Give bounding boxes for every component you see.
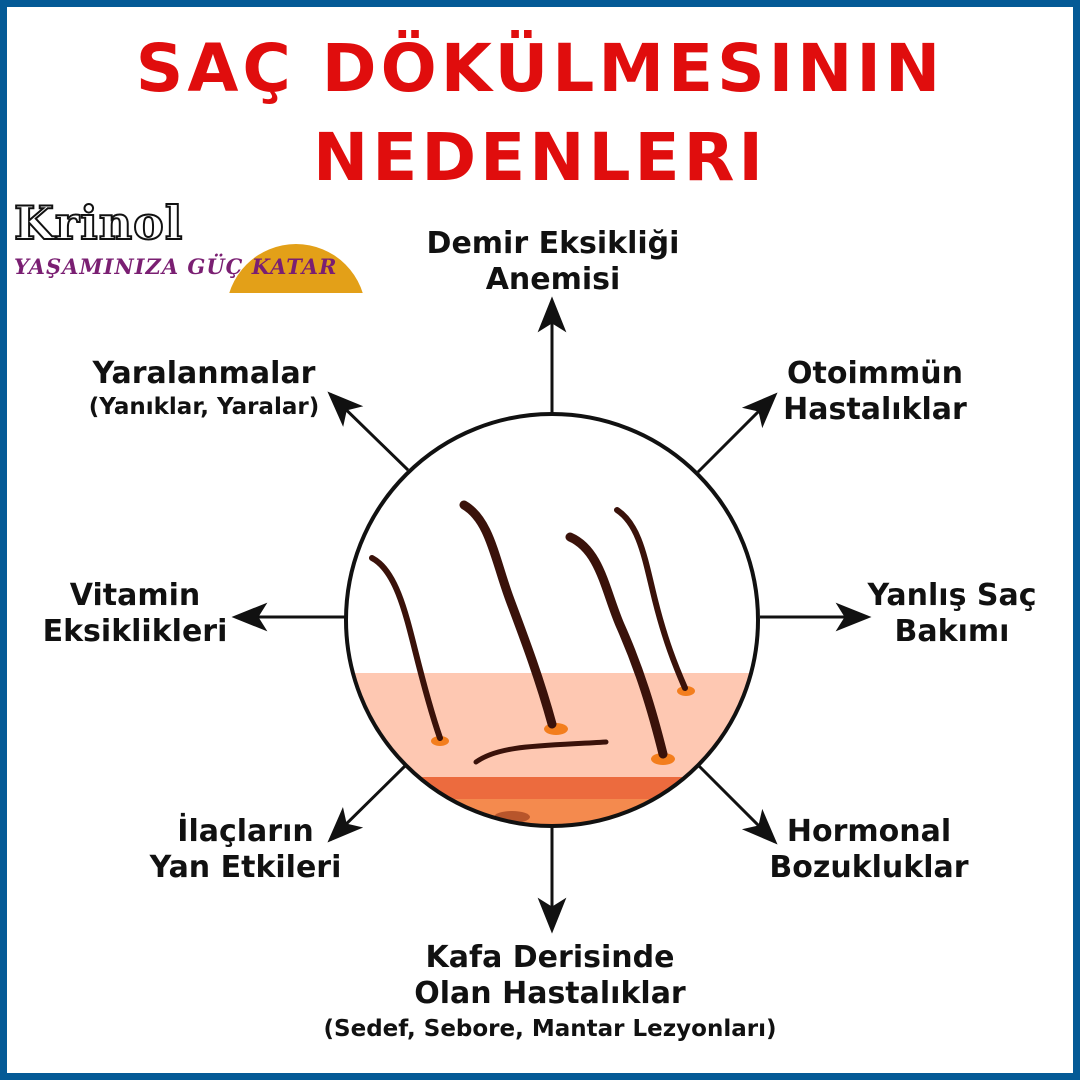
arrow-up-right-icon	[696, 392, 778, 474]
cause-top-left-line1: Yaralanmalar	[92, 356, 316, 391]
arrow-down-left-icon	[327, 763, 408, 843]
cause-top-left-sub: (Yanıklar, Yaralar)	[88, 394, 320, 420]
cause-bottom-line2: Olan Hastalıklar	[414, 976, 686, 1011]
arrow-down-right-icon	[696, 763, 778, 845]
cause-bottom-left-line2: Yan Etkileri	[149, 850, 342, 885]
cause-left-line1: Vitamin	[69, 578, 201, 613]
arrows	[231, 296, 872, 934]
cause-label-bottom-right: Hormonal Bozukluklar	[754, 814, 984, 886]
cause-top-right-line2: Hastalıklar	[783, 392, 967, 427]
cause-bottom-left-line1: İlaçların	[177, 814, 314, 849]
cause-left-line2: Eksiklikleri	[42, 614, 228, 649]
cause-label-bottom: Kafa Derisinde Olan Hastalıklar (Sedef, …	[290, 940, 810, 1044]
logo-brand-name: Krinol	[13, 196, 184, 250]
cause-label-right: Yanlış Saç Bakımı	[848, 578, 1056, 650]
title-line-2: NEDENLERI	[313, 119, 767, 196]
cause-bottom-right-line1: Hormonal	[786, 814, 952, 849]
cause-label-bottom-left: İlaçların Yan Etkileri	[128, 814, 363, 886]
scalp-circle	[344, 412, 760, 828]
title-line-1: SAÇ DÖKÜLMESININ	[135, 30, 945, 107]
cause-bottom-right-line2: Bozukluklar	[769, 850, 969, 885]
cause-bottom-sub: (Sedef, Sebore, Mantar Lezyonları)	[323, 1016, 777, 1042]
cause-label-top-left: Yaralanmalar (Yanıklar, Yaralar)	[62, 356, 346, 422]
cause-label-left: Vitamin Eksiklikleri	[30, 578, 240, 650]
logo-tagline: YAŞAMINIZA GÜÇ KATAR	[14, 254, 338, 279]
cause-top-right-line1: Otoimmün	[787, 356, 963, 391]
cause-label-top: Demir Eksikliği Anemisi	[400, 226, 706, 298]
cause-top-line1: Demir Eksikliği	[426, 226, 680, 261]
arrow-up-left-icon	[327, 391, 410, 472]
krinol-logo: Krinol YAŞAMINIZA GÜÇ KATAR	[12, 196, 382, 333]
cause-bottom-line1: Kafa Derisinde	[425, 940, 675, 975]
cause-right-line1: Yanlış Saç	[867, 578, 1037, 613]
cause-top-line2: Anemisi	[485, 262, 621, 297]
cause-right-line2: Bakımı	[894, 614, 1010, 649]
cause-label-top-right: Otoimmün Hastalıklar	[760, 356, 990, 428]
logo-mask	[212, 293, 382, 333]
